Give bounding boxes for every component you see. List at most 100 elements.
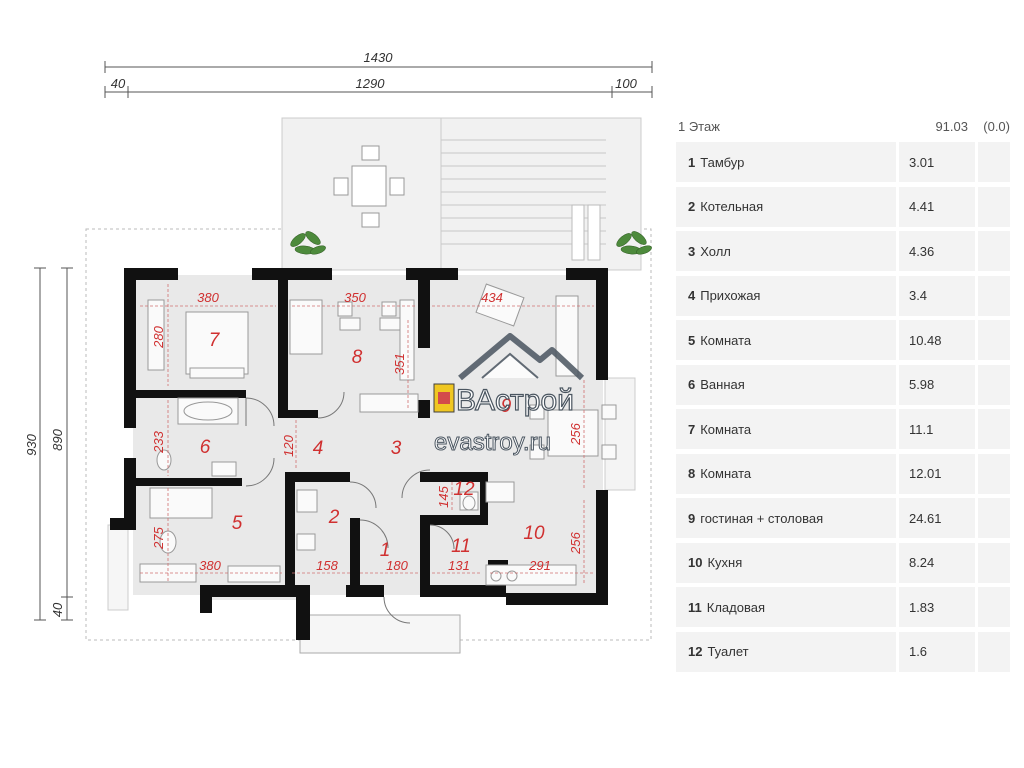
legend-room-name: Прихожая <box>700 288 761 303</box>
plant-icon <box>616 231 652 255</box>
legend-room-extra <box>975 142 1010 182</box>
bay-window <box>604 377 636 491</box>
legend-row: 2 Котельная 4.41 <box>676 186 1010 227</box>
legend-room-name: Холл <box>700 243 731 259</box>
room-dim: 256 <box>568 531 583 554</box>
legend-room-cell: 8 Комната <box>676 453 896 494</box>
legend-room-name: Тамбур <box>700 154 745 170</box>
legend-room-name: Комната <box>700 332 752 348</box>
legend-room-number: 2 <box>688 199 696 214</box>
legend-room-extra <box>975 409 1010 449</box>
dim-seg-middle: 1290 <box>356 76 386 91</box>
legend-room-name: Комната <box>700 466 752 481</box>
legend-room-number: 8 <box>688 466 696 481</box>
dim-overall-width: 1430 <box>364 50 394 65</box>
room-number: 3 <box>391 438 402 459</box>
legend-room-extra <box>975 231 1010 271</box>
legend-room-number: 9 <box>688 510 696 526</box>
legend-room-extra <box>975 186 1010 227</box>
terrace-table <box>333 145 405 228</box>
legend-room-area: 4.41 <box>895 186 976 227</box>
legend-room-name: гостиная + столовая <box>700 510 824 526</box>
room-number: 10 <box>523 523 545 544</box>
legend-room-number: 3 <box>688 243 696 259</box>
room-dim: 380 <box>197 290 219 305</box>
legend-room-extra <box>975 453 1010 494</box>
room-dim: 275 <box>151 526 166 549</box>
legend-room-extra <box>975 320 1010 360</box>
legend-room-area: 1.83 <box>895 587 976 627</box>
legend-room-area: 12.01 <box>895 453 976 494</box>
legend-room-number: 5 <box>688 332 696 348</box>
legend-room-area: 8.24 <box>895 542 976 583</box>
room-dim: 434 <box>481 290 503 305</box>
legend-room-cell: 2 Котельная <box>676 186 896 227</box>
room-number: 6 <box>200 437 211 458</box>
legend-room-number: 12 <box>688 644 703 659</box>
dim-total-depth: 930 <box>24 433 39 455</box>
interior-dim-lines <box>140 284 594 585</box>
legend-row: 8 Комната 12.01 <box>676 453 1010 494</box>
legend-room-area: 1.6 <box>895 631 976 672</box>
room-dim: 256 <box>568 422 583 445</box>
top-dimensions <box>104 61 653 98</box>
plant-icon <box>290 231 326 255</box>
legend-room-number: 11 <box>688 599 702 615</box>
legend-room-name: Котельная <box>700 199 764 214</box>
legend-room-area: 5.98 <box>895 364 976 405</box>
legend-room-name: Комната <box>700 421 752 437</box>
entrance-steps <box>299 614 461 654</box>
legend-floor-header: 1 Этаж 91.03 (0.0) <box>676 114 1010 138</box>
legend-room-area: 24.61 <box>895 498 976 538</box>
dim-seg-left: 40 <box>111 76 126 91</box>
legend-room-extra <box>975 587 1010 627</box>
legend-room-cell: 6 Ванная <box>676 364 896 405</box>
room-number: 2 <box>328 507 340 528</box>
room-dim: 280 <box>151 325 166 348</box>
floor-plan: 1430 40 1290 100 930 890 40 <box>24 50 653 654</box>
legend-room-number: 6 <box>688 377 696 392</box>
dim-seg-right: 100 <box>615 76 637 91</box>
watermark-brand: ВАстрой <box>456 384 574 417</box>
room-number: 4 <box>313 438 324 459</box>
legend-room-area: 4.36 <box>895 231 976 271</box>
room-number: 8 <box>352 347 363 368</box>
legend-room-name: Кухня <box>707 555 743 570</box>
legend-room-name: Ванная <box>700 377 745 392</box>
room-dim: 120 <box>281 434 296 456</box>
room-dim: 158 <box>316 558 338 573</box>
room-dim: 145 <box>436 485 451 507</box>
dim-bottom-offset: 40 <box>50 602 65 617</box>
dim-inner-depth: 890 <box>50 428 65 450</box>
room-number: 1 <box>380 540 391 561</box>
watermark-logo <box>433 333 585 413</box>
room-number: 5 <box>232 513 243 534</box>
furniture <box>139 283 617 586</box>
room-dim: 180 <box>386 558 408 573</box>
legend-room-number: 7 <box>688 421 696 437</box>
legend-room-extra <box>975 631 1010 672</box>
legend-room-extra <box>975 364 1010 405</box>
room-number: 11 <box>451 536 471 557</box>
door-swings <box>245 391 455 624</box>
room-number: 7 <box>209 330 221 351</box>
left-dimensions <box>34 267 73 621</box>
legend-room-area: 3.01 <box>895 142 976 182</box>
legend-room-extra <box>975 275 1010 316</box>
